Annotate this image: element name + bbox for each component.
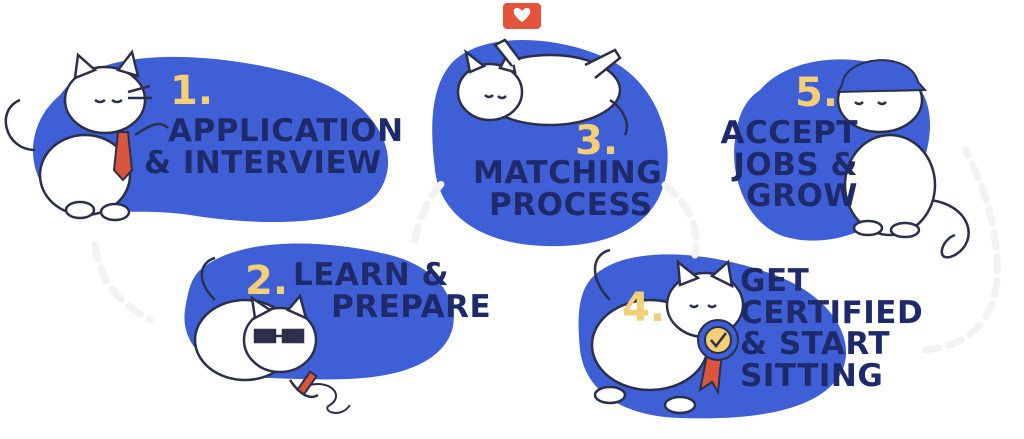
- step-4-line-1: GET: [740, 263, 810, 299]
- step-4-line-3: & START: [740, 326, 891, 363]
- tie-icon: [112, 131, 134, 182]
- cap-icon: [836, 59, 928, 94]
- cat-with-tie-icon: [4, 49, 169, 222]
- flow-arrows: [91, 146, 1001, 354]
- step-1-label: APPLICATION & INTERVIEW: [144, 113, 404, 179]
- step-4-number: 4.: [622, 285, 666, 331]
- step-5-line-3: GROW: [746, 178, 858, 215]
- arrow-1-to-2: [91, 241, 154, 324]
- step-2-number: 2.: [245, 258, 289, 304]
- step-3-line-1: MATCHING: [473, 155, 663, 191]
- award-ribbon-icon: [697, 319, 739, 396]
- step-1-number: 1.: [170, 68, 214, 114]
- cat-with-glasses-and-pen-icon: [193, 256, 351, 414]
- step-4-label: GET CERTIFIED & START SITTING: [740, 263, 924, 394]
- step-3-line-2: PROCESS: [489, 186, 653, 223]
- arrow-3-to-4: [661, 181, 700, 259]
- arrow-4-to-5: [921, 146, 1001, 354]
- step-1-line-1: APPLICATION: [168, 113, 404, 149]
- step-1-line-2: & INTERVIEW: [144, 144, 382, 181]
- step-5-line-2: JOBS &: [733, 146, 858, 183]
- pencil-icon: [296, 370, 318, 396]
- step-4-line-4: SITTING: [740, 357, 884, 394]
- heart-icon: [513, 8, 531, 22]
- step-5-label: ACCEPT JOBS & GROW: [700, 115, 858, 215]
- step-5-number: 5.: [795, 70, 839, 116]
- arrow-2-to-3: [411, 176, 449, 244]
- step-3-label: MATCHING PROCESS: [473, 155, 663, 223]
- cat-with-award-ribbon-icon: [590, 248, 745, 415]
- step-2-label: LEARN & PREPARE: [293, 257, 492, 325]
- step-5-line-1: ACCEPT: [720, 115, 858, 151]
- step-2-line-2: PREPARE: [331, 288, 492, 325]
- step-3-number: 3.: [575, 118, 619, 164]
- step-4-line-2: CERTIFIED: [740, 294, 924, 331]
- cat-with-heart-notification-icon: [456, 38, 629, 136]
- step-2-line-1: LEARN &: [293, 257, 450, 293]
